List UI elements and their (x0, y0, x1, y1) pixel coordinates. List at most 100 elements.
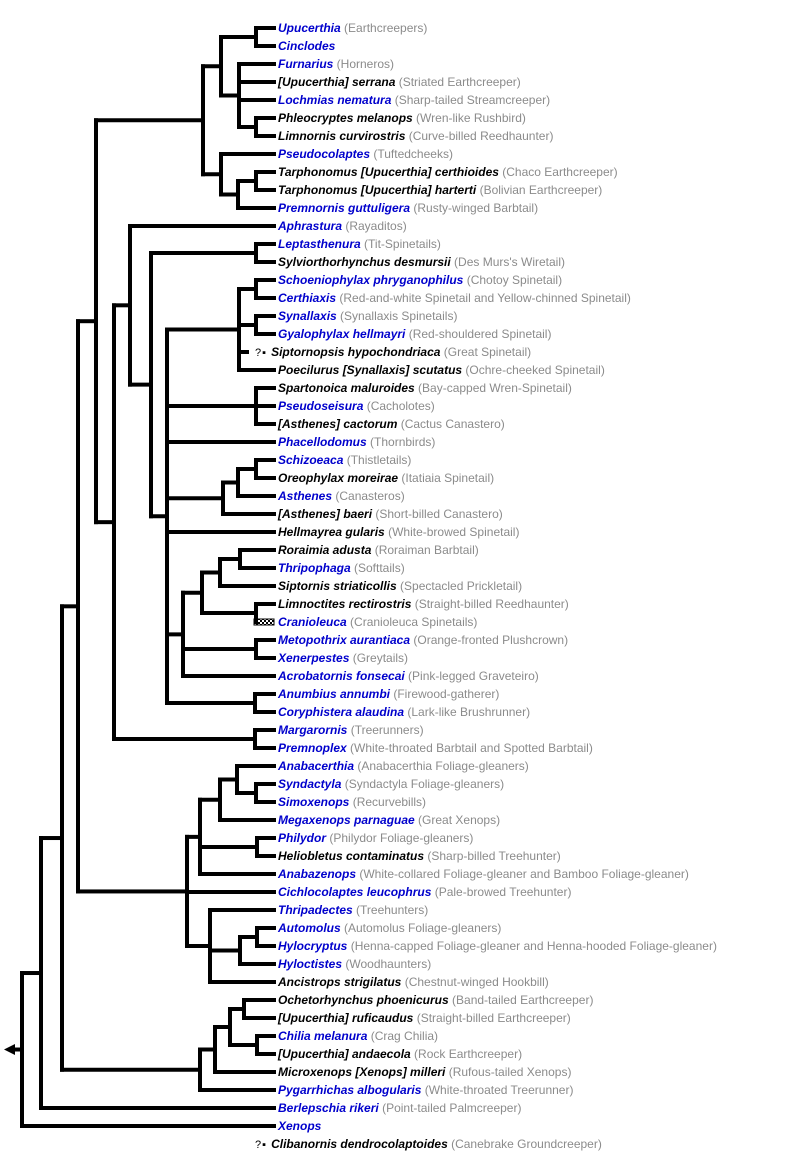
taxon-name-link[interactable]: Coryphistera alaudina (278, 705, 405, 719)
taxon-name-link[interactable]: Synallaxis (278, 309, 337, 323)
taxon-label[interactable]: Upucerthia (Earthcreepers) (278, 20, 427, 36)
taxon-name-link[interactable]: Hyloctistes (278, 957, 343, 971)
taxon-label[interactable]: Furnarius (Horneros) (278, 56, 394, 72)
taxon-label[interactable]: Pseudoseisura (Cacholotes) (278, 398, 435, 414)
taxon-label[interactable]: Pygarrhichas albogularis (White-throated… (278, 1082, 573, 1098)
branch-line (20, 971, 43, 976)
branch-line (198, 1088, 276, 1092)
taxon-label[interactable]: Cichlocolaptes leucophrus (Pale-browed T… (278, 884, 571, 900)
taxon-label[interactable]: Xenops (278, 1118, 321, 1134)
taxon-name-link[interactable]: Cranioleuca (278, 615, 347, 629)
taxon-label[interactable]: Chilia melanura (Crag Chilia) (278, 1028, 438, 1044)
taxon-name-link[interactable]: Premnoplex (278, 741, 347, 755)
taxon-name-link[interactable]: Xenops (278, 1119, 322, 1133)
branch-line (254, 602, 276, 606)
taxon-name-link[interactable]: Phacellodomus (278, 435, 367, 449)
taxon-name-link[interactable]: Metopothrix aurantiaca (278, 633, 411, 647)
taxon-name-link[interactable]: Automolus (278, 921, 341, 935)
taxon-name-link[interactable]: Anabacerthia (278, 759, 355, 773)
taxon-name-link[interactable]: Premnornis guttuligera (278, 201, 411, 215)
taxon-name-link[interactable]: Certhiaxis (278, 291, 337, 305)
taxon-name: Hellmayrea gularis (278, 525, 385, 539)
taxon-label[interactable]: Acrobatornis fonsecai (Pink-legged Grave… (278, 668, 539, 684)
taxon-name-link[interactable]: Pseudoseisura (278, 399, 364, 413)
taxon-label[interactable]: Schizoeaca (Thistletails) (278, 452, 411, 468)
common-name: (Cacholotes) (363, 399, 435, 413)
taxon-name-link[interactable]: Gyalophylax hellmayri (278, 327, 406, 341)
branch-line (218, 584, 276, 588)
taxon-name-link[interactable]: Thripophaga (278, 561, 351, 575)
taxon-name-link[interactable]: Furnarius (278, 57, 334, 71)
taxon-name-link[interactable]: Philydor (278, 831, 327, 845)
taxon-name-link[interactable]: Pseudocolaptes (278, 147, 371, 161)
taxon-label[interactable]: Xenerpestes (Greytails) (278, 650, 408, 666)
taxon-label[interactable]: Asthenes (Canasteros) (278, 488, 405, 504)
taxon-label[interactable]: Anabazenops (White-collared Foliage-glea… (278, 866, 689, 882)
taxon-label[interactable]: Certhiaxis (Red-and-white Spinetail and … (278, 290, 631, 306)
common-name: (Lark-like Brushrunner) (404, 705, 531, 719)
taxon-label[interactable]: Hylocryptus (Henna-capped Foliage-gleane… (278, 938, 717, 954)
taxon-name-link[interactable]: Pygarrhichas albogularis (278, 1083, 422, 1097)
taxon-label[interactable]: Schoeniophylax phryganophilus (Chotoy Sp… (278, 272, 562, 288)
branch-line (165, 496, 225, 501)
taxon-label[interactable]: Aphrastura (Rayaditos) (278, 218, 407, 234)
taxon-label[interactable]: Anabacerthia (Anabacerthia Foliage-glean… (278, 758, 529, 774)
taxon-name-link[interactable]: Upucerthia (278, 21, 341, 35)
taxon-label[interactable]: Margarornis (Treerunners) (278, 722, 424, 738)
taxon-label[interactable]: Anumbius annumbi (Firewood-gatherer) (278, 686, 499, 702)
taxon-label[interactable]: Simoxenops (Recurvebills) (278, 794, 426, 810)
common-name: (Chestnut-winged Hookbill) (401, 975, 549, 989)
taxon-name-link[interactable]: Aphrastura (278, 219, 343, 233)
taxon-label[interactable]: Phacellodomus (Thornbirds) (278, 434, 435, 450)
taxon-name-link[interactable]: Anumbius annumbi (278, 687, 390, 701)
taxon-name-link[interactable]: Xenerpestes (278, 651, 350, 665)
taxon-name-link[interactable]: Schoeniophylax phryganophilus (278, 273, 464, 287)
taxon-name-link[interactable]: Lochmias nematura (278, 93, 392, 107)
taxon-label[interactable]: Premnornis guttuligera (Rusty-winged Bar… (278, 200, 538, 216)
branch-line (238, 935, 259, 939)
taxon-label[interactable]: Thripophaga (Softtails) (278, 560, 405, 576)
branch-line (60, 604, 80, 609)
taxon-label[interactable]: Metopothrix aurantiaca (Orange-fronted P… (278, 632, 568, 648)
taxon-label: Spartonoica maluroides (Bay-capped Wren-… (278, 380, 572, 396)
taxon-name-link[interactable]: Schizoeaca (278, 453, 344, 467)
taxon-label[interactable]: Thripadectes (Treehunters) (278, 902, 428, 918)
taxon-label[interactable]: Leptasthenura (Tit-Spinetails) (278, 236, 441, 252)
taxon-name-link[interactable]: Syndactyla (278, 777, 342, 791)
taxon-label[interactable]: Coryphistera alaudina (Lark-like Brushru… (278, 704, 530, 720)
taxon-name-link[interactable]: Hylocryptus (278, 939, 348, 953)
taxon-label[interactable]: Cranioleuca (Cranioleuca Spinetails) (278, 614, 477, 630)
taxon-name-link[interactable]: Thripadectes (278, 903, 353, 917)
taxon-label[interactable]: Gyalophylax hellmayri (Red-shouldered Sp… (278, 326, 551, 342)
taxon-label[interactable]: Automolus (Automolus Foliage-gleaners) (278, 920, 501, 936)
taxon-label[interactable]: Berlepschia rikeri (Point-tailed Palmcre… (278, 1100, 521, 1116)
taxon-label[interactable]: Philydor (Philydor Foliage-gleaners) (278, 830, 473, 846)
taxon-label[interactable]: Pseudocolaptes (Tuftedcheeks) (278, 146, 453, 162)
taxon-name-link[interactable]: Anabazenops (278, 867, 357, 881)
taxon-name: Ancistrops strigilatus (278, 975, 402, 989)
common-name: (Recurvebills) (349, 795, 427, 809)
taxon-name-link[interactable]: Simoxenops (278, 795, 350, 809)
branch-line (237, 368, 276, 372)
taxon-name-link[interactable]: Cinclodes (278, 39, 336, 53)
taxon-name-link[interactable]: Leptasthenura (278, 237, 361, 251)
taxon-label[interactable]: Lochmias nematura (Sharp-tailed Streamcr… (278, 92, 550, 108)
taxon-label[interactable]: Hyloctistes (Woodhaunters) (278, 956, 431, 972)
taxon-label[interactable]: Megaxenops parnaguae (Great Xenops) (278, 812, 500, 828)
taxon-name-link[interactable]: Megaxenops parnaguae (278, 813, 415, 827)
taxon-name-link[interactable]: Chilia melanura (278, 1029, 368, 1043)
taxon-label[interactable]: Synallaxis (Synallaxis Spinetails) (278, 308, 457, 324)
common-name: (Bolivian Earthcreeper) (476, 183, 603, 197)
taxon-name-link[interactable]: Cichlocolaptes leucophrus (278, 885, 432, 899)
taxon-label[interactable]: Cinclodes (278, 38, 335, 54)
taxon-name-link[interactable]: Asthenes (278, 489, 333, 503)
branch-line (213, 1070, 276, 1074)
branch-line (39, 836, 64, 841)
taxon-name-link[interactable]: Acrobatornis fonsecai (278, 669, 405, 683)
taxon-name-link[interactable]: Margarornis (278, 723, 348, 737)
branch-line (76, 889, 189, 894)
taxon-label[interactable]: Premnoplex (White-throated Barbtail and … (278, 740, 593, 756)
taxon-name-link[interactable]: Berlepschia rikeri (278, 1101, 379, 1115)
taxon-label[interactable]: Syndactyla (Syndactyla Foliage-gleaners) (278, 776, 504, 792)
common-name: (Pale-browed Treehunter) (431, 885, 572, 899)
